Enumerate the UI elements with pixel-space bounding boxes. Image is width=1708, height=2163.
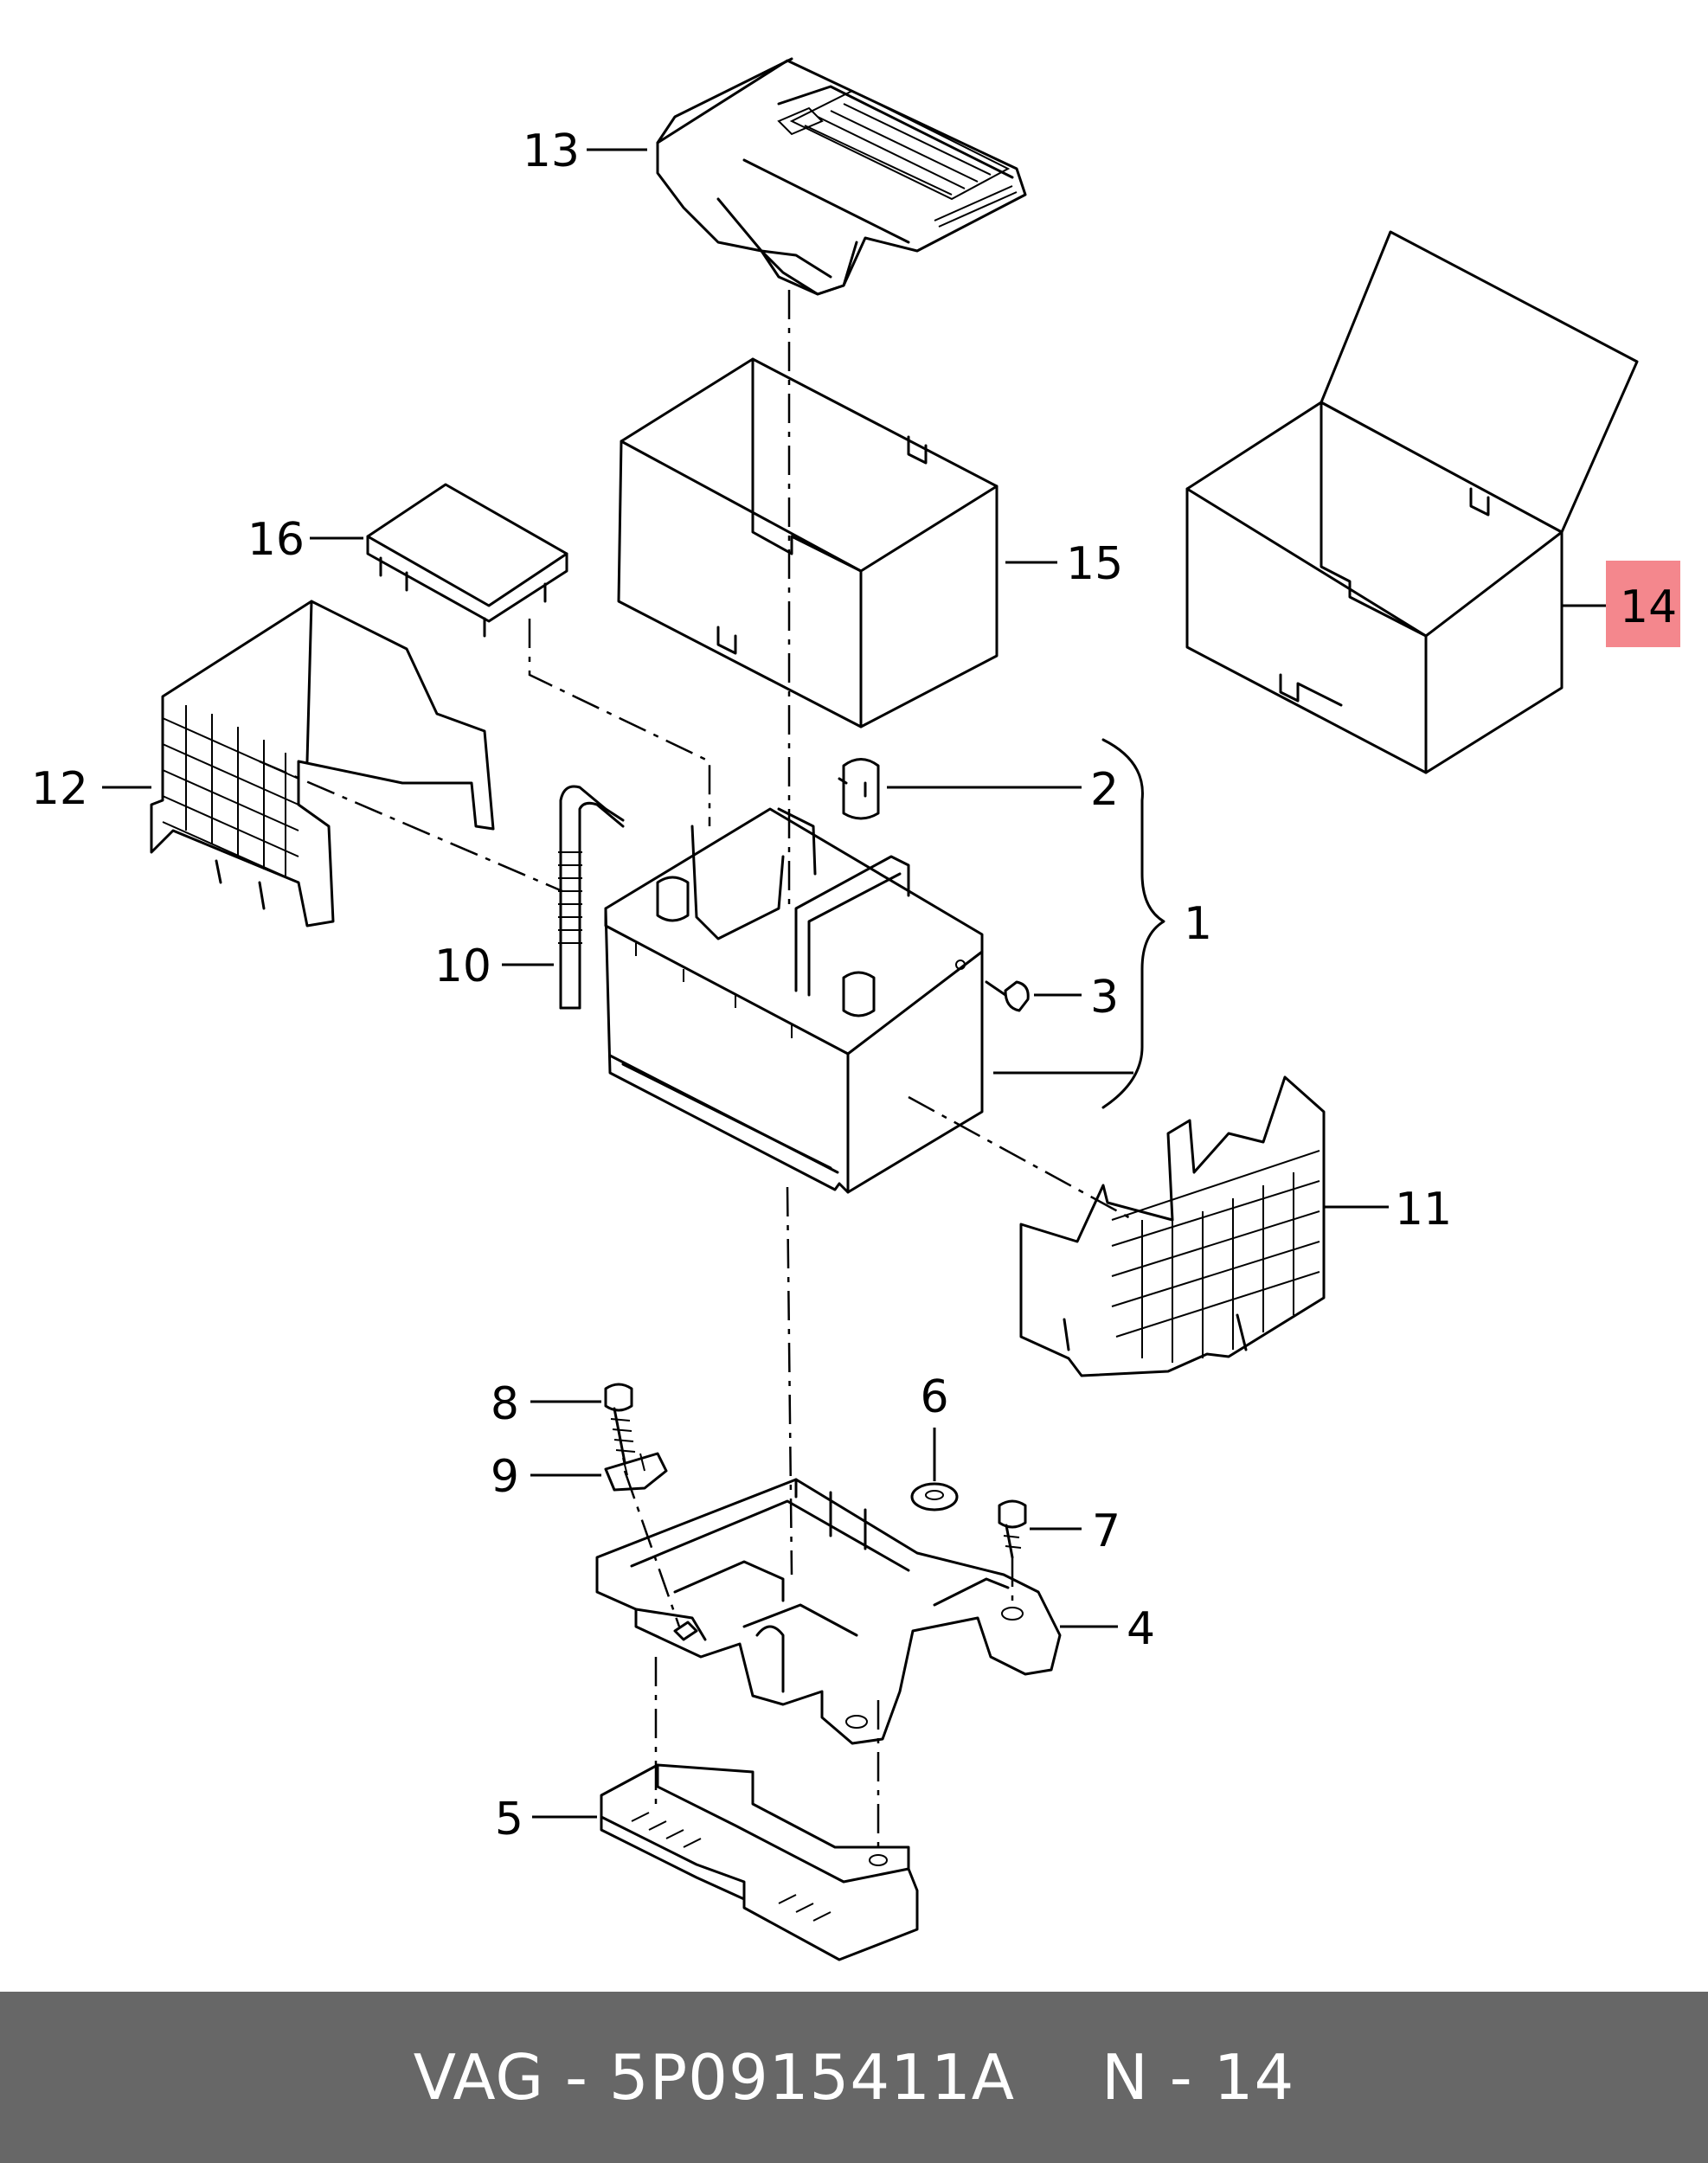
callout-6: 6 — [920, 1371, 948, 1423]
part-10-vent-hose — [558, 785, 625, 1010]
part-16-plate — [366, 483, 568, 638]
part-6-grommet — [910, 1482, 959, 1512]
callout-9: 9 — [491, 1451, 519, 1503]
callout-1: 1 — [1184, 898, 1212, 950]
part-15-sleeve — [617, 357, 998, 728]
part-9-clip — [604, 1452, 668, 1492]
highlight-box-14 — [1606, 561, 1680, 647]
part-info-footer: VAG - 5P0915411A N - 14 — [0, 1992, 1708, 2163]
callout-16: 16 — [247, 514, 305, 566]
callout-2: 2 — [1090, 764, 1119, 816]
part-11-side-cover — [1019, 1075, 1326, 1377]
exploded-parts-diagram: 13 16 12 2 1 15 14 10 3 11 8 6 9 7 4 5 — [31, 57, 1680, 1961]
part-7-bolt — [998, 1499, 1027, 1559]
callout-7: 7 — [1092, 1505, 1120, 1557]
part-12-side-cover — [150, 600, 495, 927]
part-14-box — [1185, 230, 1639, 774]
part-2-terminal-cap — [838, 758, 880, 820]
callout-8: 8 — [491, 1378, 519, 1430]
callout-14: 14 — [1620, 581, 1677, 633]
callout-15: 15 — [1066, 538, 1123, 590]
callout-13: 13 — [523, 125, 580, 177]
footer-text: VAG - 5P0915411A N - 14 — [414, 2041, 1295, 2114]
part-1-battery — [604, 807, 984, 1194]
alignment-lines — [259, 290, 1134, 1852]
part-5-tray-base — [600, 1763, 919, 1961]
callout-10: 10 — [434, 940, 491, 992]
part-4-tray — [595, 1478, 1062, 1745]
leader-lines — [102, 148, 1611, 1819]
part-3-plug — [985, 980, 1030, 1012]
callout-5: 5 — [495, 1794, 523, 1845]
callout-3: 3 — [1090, 972, 1119, 1024]
bracket-part-1 — [1101, 738, 1165, 1109]
callout-12: 12 — [31, 763, 88, 815]
part-13-cover — [656, 57, 1027, 296]
callout-4: 4 — [1127, 1603, 1155, 1655]
part-8-bolt — [604, 1383, 636, 1464]
callout-11: 11 — [1395, 1184, 1452, 1236]
part-number: VAG - 5P0915411A — [413, 2041, 1016, 2114]
position-label: N - 14 — [1101, 2041, 1295, 2114]
callout-labels: 13 16 12 2 1 15 14 10 3 11 8 6 9 7 4 5 — [31, 125, 1677, 1845]
